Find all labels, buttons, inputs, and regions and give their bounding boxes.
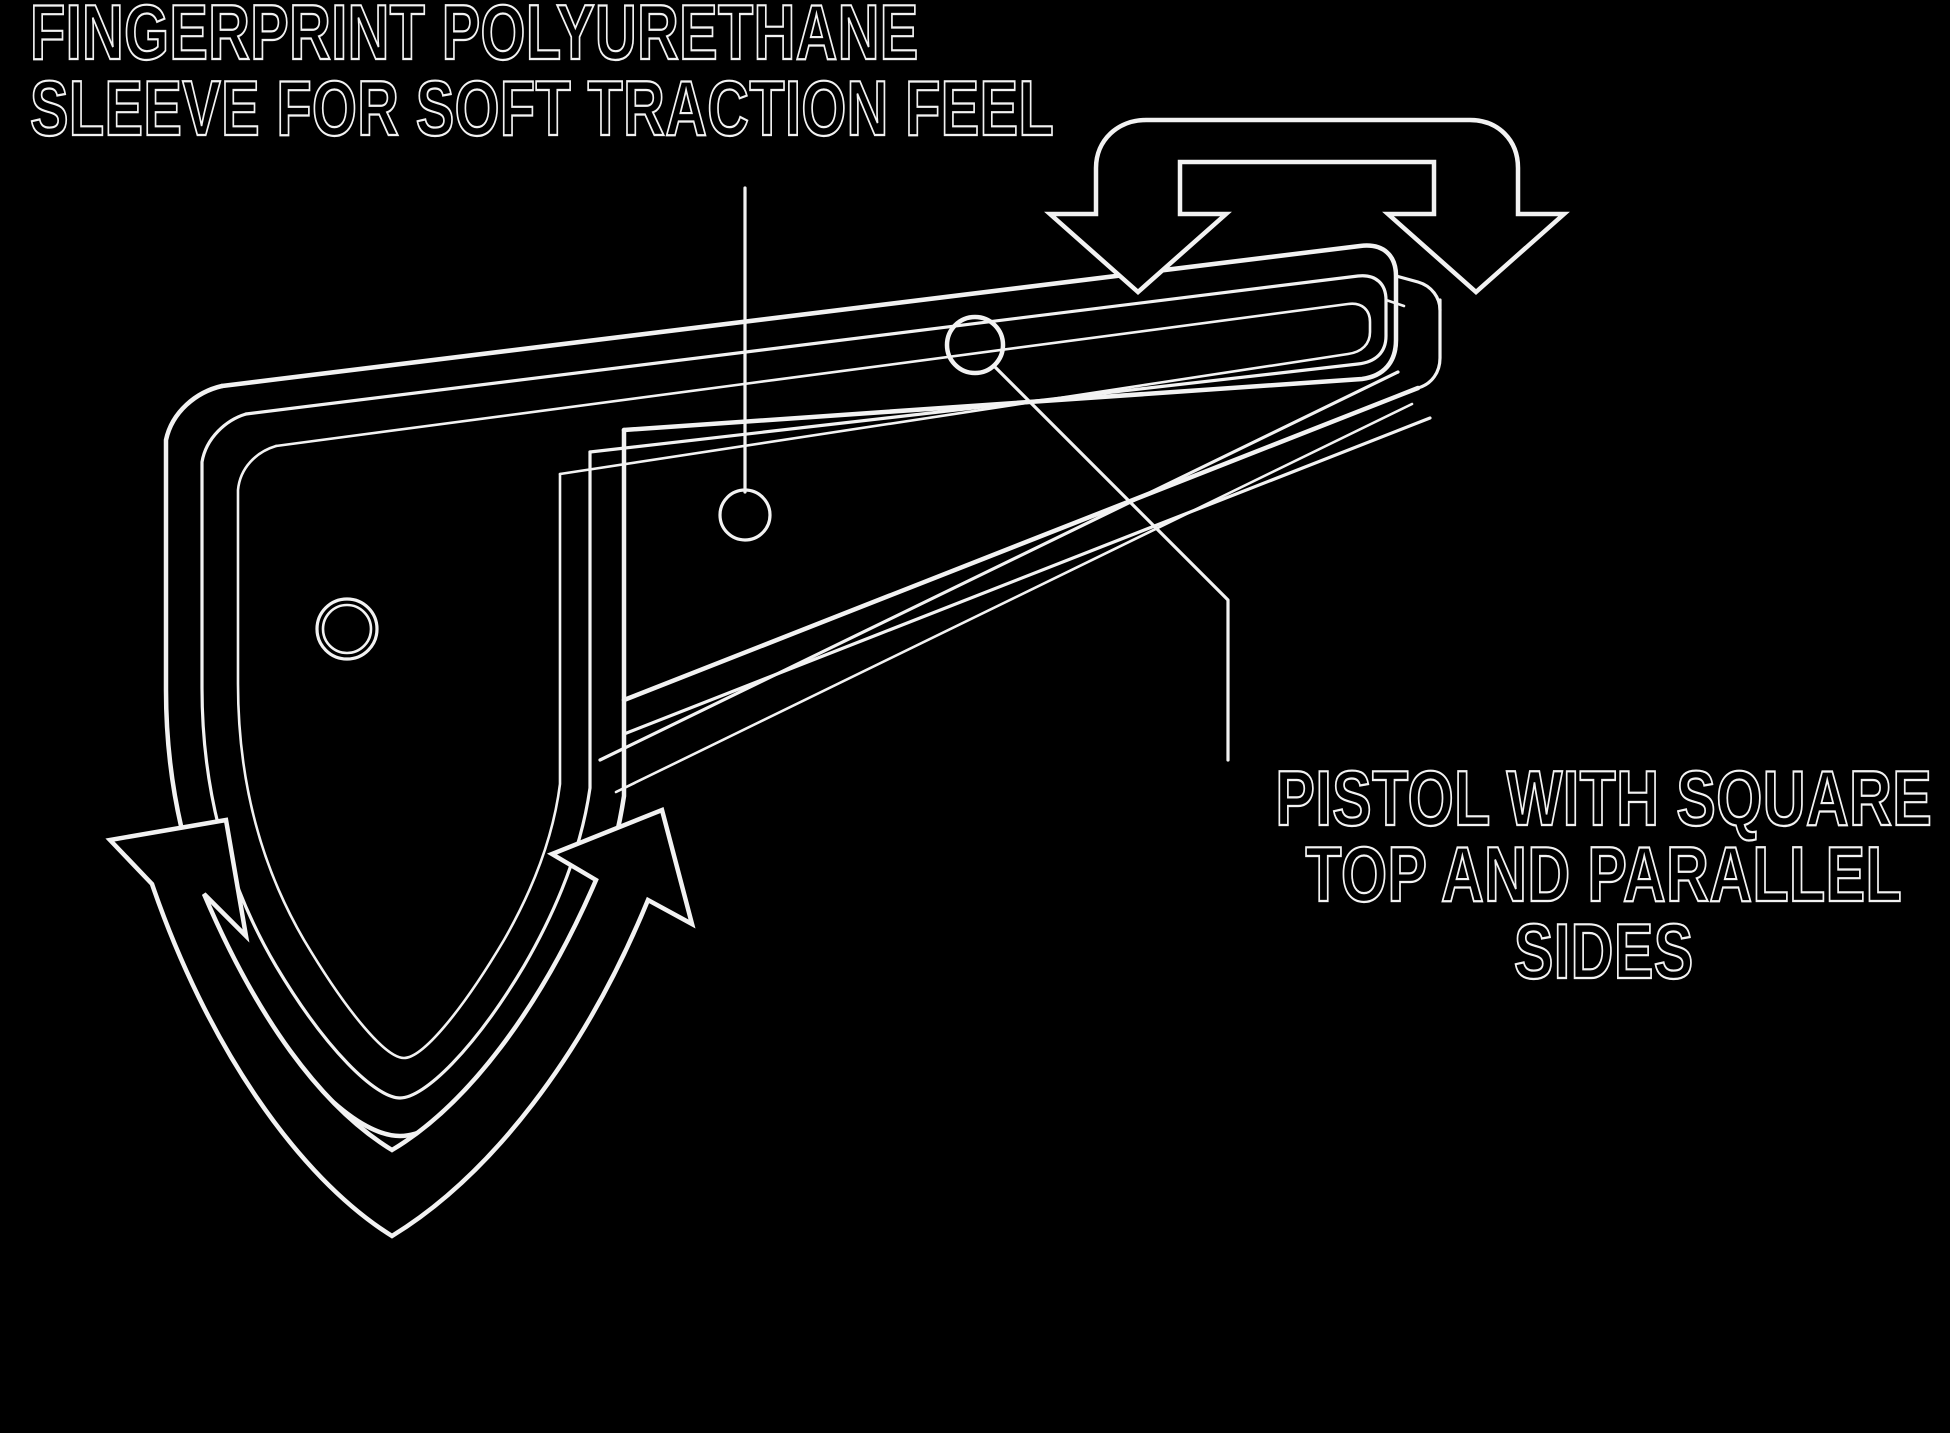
- sleeve-callout-label: FINGERPRINT POLYURETHANE SLEEVE FOR SOFT…: [29, 0, 1055, 153]
- pistol-diagonal-edge: [598, 370, 1414, 794]
- sleeve-leader-line: [718, 186, 772, 542]
- bottom-curved-double-arrow: [105, 806, 696, 1239]
- top-bracket-double-arrow: [1044, 117, 1570, 296]
- pistol-callout-label: PISTOL WITH SQUARE TOP AND PARALLEL SIDE…: [1274, 754, 1932, 995]
- pistol-top-face: [236, 302, 1372, 1060]
- sleeve-inner-wall: [200, 274, 1388, 1100]
- pistol-leader-line: [944, 314, 1230, 762]
- grip-end-port-circle: [315, 597, 379, 661]
